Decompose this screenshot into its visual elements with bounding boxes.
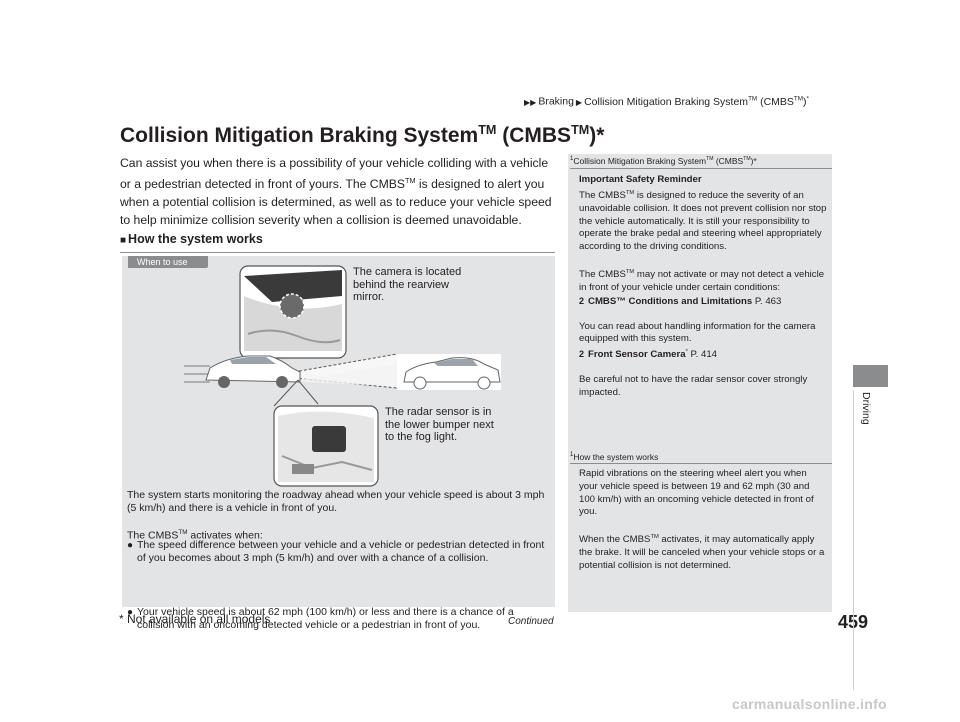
radar-callout: The radar sensor is in the lower bumper … (385, 406, 494, 443)
reference-arrow-icon: 2 (579, 349, 585, 360)
own-vehicle-image (205, 355, 301, 388)
safety-reminder-text: The CMBSTM is designed to reduce the sev… (579, 189, 827, 253)
note-divider (570, 168, 832, 169)
breadcrumb-current: Collision Mitigation Braking SystemTM (C… (584, 95, 809, 108)
reference-arrow-icon: 2 (579, 295, 585, 306)
breadcrumb: ▶▶Braking▶Collision Mitigation Braking S… (522, 95, 809, 108)
note-header-how-it-works: 1How the system works (570, 452, 659, 462)
auto-brake-text: When the CMBSTM activates, it may automa… (579, 534, 825, 571)
note-divider (570, 463, 832, 464)
breadcrumb-arrow-icon: ▶ (575, 97, 583, 107)
sidebar-notes-panel (568, 154, 832, 612)
note-body-cmbs: Important Safety Reminder The CMBSTM is … (579, 174, 827, 400)
watermark: carmanualsonline.info (732, 696, 887, 712)
bullet-dot-icon: ● (127, 607, 134, 618)
breadcrumb-arrow-icon: ▶▶ (524, 97, 537, 107)
condition-item: ●The speed difference between your vehic… (127, 539, 545, 564)
camera-inset-image (239, 265, 347, 359)
breadcrumb-parent[interactable]: Braking (538, 95, 574, 108)
section-heading: ■How the system works (120, 232, 263, 246)
note-header-cmbs: 1Collision Mitigation Braking SystemTM (… (570, 156, 757, 166)
safety-reminder-title: Important Safety Reminder (579, 174, 702, 185)
note-body-how-it-works: Rapid vibrations on the steering wheel a… (579, 468, 827, 573)
square-bullet-icon: ■ (120, 235, 127, 246)
intro-paragraph: Can assist you when there is a possibili… (120, 156, 552, 228)
footnote: * Not available on all models (119, 612, 271, 626)
continued-label: Continued (508, 616, 554, 627)
condition-item: ●Your vehicle speed is about 62 mph (100… (127, 606, 514, 631)
section-tab-label[interactable]: Driving (860, 392, 872, 425)
detection-limits-text: The CMBSTM may not activate or may not d… (579, 268, 825, 293)
page-title: Collision Mitigation Braking SystemTM (C… (120, 123, 605, 147)
camera-info-text: You can read about handling information … (579, 320, 816, 345)
section-divider (120, 252, 555, 253)
radar-inset-image (273, 405, 379, 487)
radar-cover-text: Be careful not to have the radar sensor … (579, 374, 808, 398)
tab-divider (853, 390, 854, 690)
front-vehicle-image (403, 357, 501, 390)
bullet-dot-icon: ● (127, 540, 134, 551)
camera-callout: The camera is located behind the rearvie… (353, 266, 462, 303)
when-to-use-tag: When to use (128, 256, 208, 268)
vibration-text: Rapid vibrations on the steering wheel a… (579, 468, 814, 518)
activates-heading: The CMBSTM activates when: (127, 529, 263, 542)
monitoring-text: The system starts monitoring the roadway… (127, 489, 545, 514)
section-tab-marker[interactable] (853, 365, 888, 387)
cmbs-illustration (184, 265, 501, 487)
